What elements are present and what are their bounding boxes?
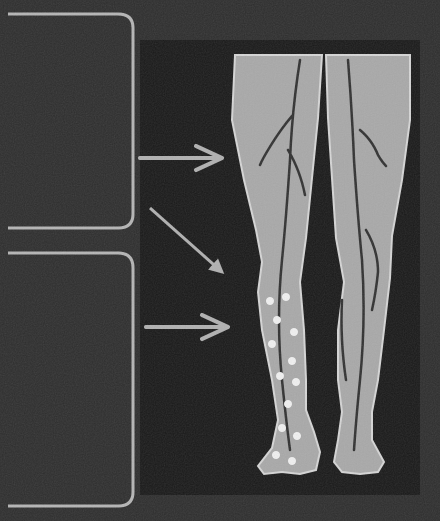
figure-canvas — [0, 0, 440, 521]
grain-overlay — [0, 0, 440, 521]
figure — [0, 0, 440, 521]
